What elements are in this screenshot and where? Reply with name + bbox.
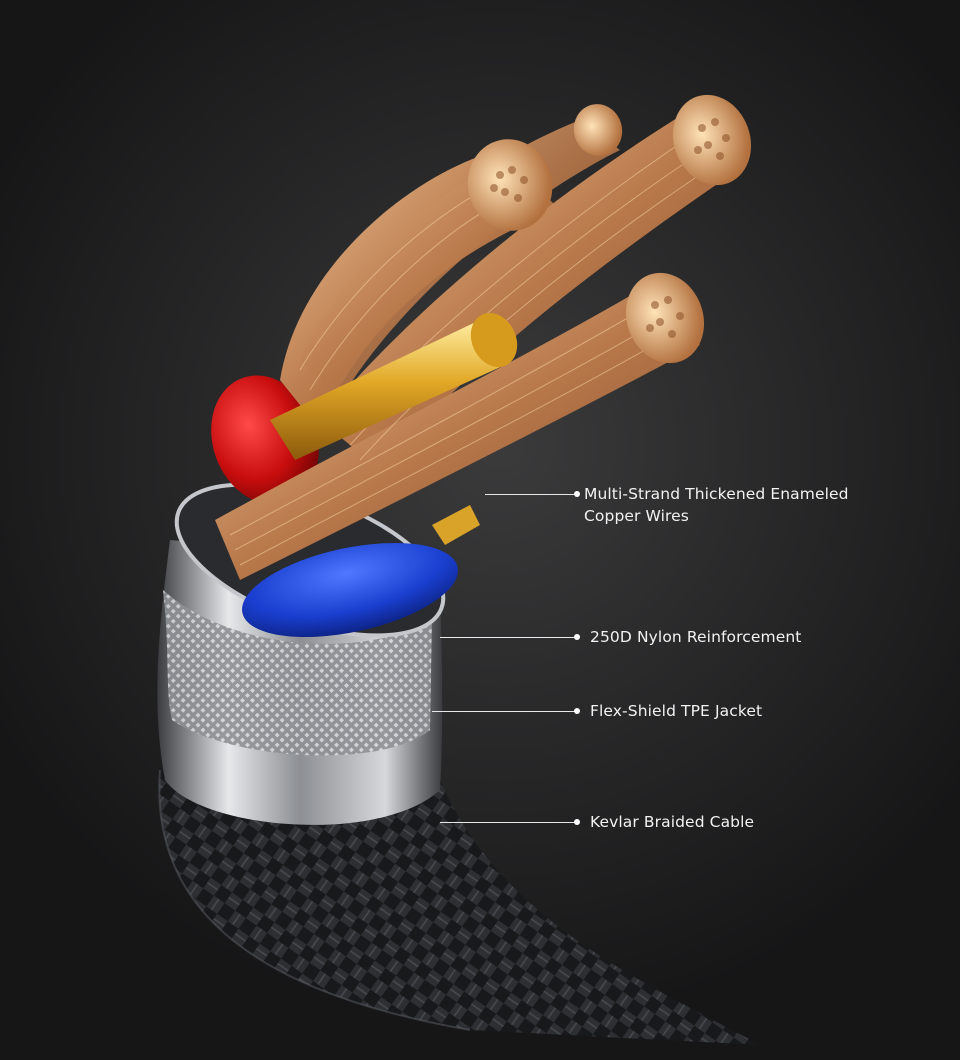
callout-dot-tpe: [574, 708, 580, 714]
callout-line-kevlar: [440, 822, 576, 823]
callout-label-kevlar: Kevlar Braided Cable: [590, 813, 755, 831]
callout-label-copper: Multi-Strand Thickened Enameled Copper W…: [584, 483, 849, 527]
callout-label-tpe: Flex-Shield TPE Jacket: [590, 702, 763, 720]
callout-label-nylon: 250D Nylon Reinforcement: [590, 628, 802, 646]
callout-dot-kevlar: [574, 819, 580, 825]
callout-line-nylon: [440, 637, 576, 638]
callout-dot-copper: [574, 491, 580, 497]
callout-copper-line1: Multi-Strand Thickened Enameled: [584, 485, 849, 503]
callout-copper-line2: Copper Wires: [584, 507, 689, 525]
callout-line-tpe: [432, 711, 576, 712]
callout-dot-nylon: [574, 634, 580, 640]
callout-line-copper: [485, 494, 576, 495]
